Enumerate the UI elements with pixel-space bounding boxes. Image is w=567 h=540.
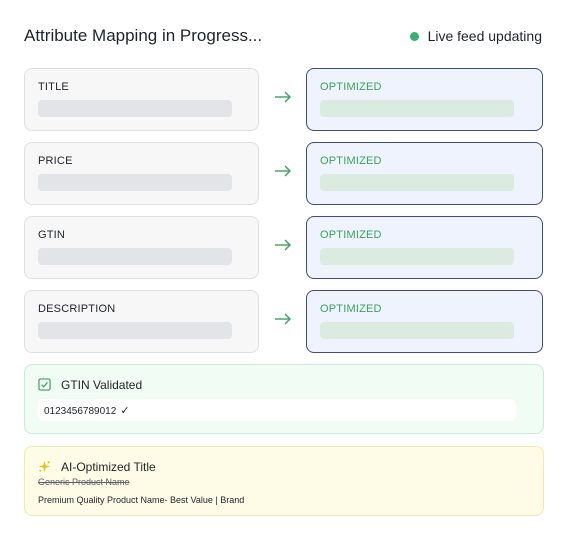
- mapping-row-price: PRICE OPTIMIZED: [24, 142, 544, 205]
- optimized-title-text: Premium Quality Product Name- Best Value…: [38, 495, 245, 505]
- target-field-card: OPTIMIZED: [306, 216, 543, 279]
- mapping-row-gtin: GTIN OPTIMIZED: [24, 216, 544, 279]
- ai-optimized-title-panel: AI-Optimized Title Generic Product Name …: [24, 446, 544, 516]
- gtin-value-row: 0123456789012✓: [44, 404, 130, 417]
- gtin-validated-panel: GTIN Validated 0123456789012✓: [24, 364, 544, 434]
- source-field-card: GTIN: [24, 216, 259, 279]
- live-status-label: Live feed updating: [427, 28, 542, 44]
- target-value-placeholder: [320, 248, 514, 265]
- target-field-label: OPTIMIZED: [320, 303, 382, 315]
- target-field-card: OPTIMIZED: [306, 68, 543, 131]
- arrow-right-icon: [275, 165, 291, 177]
- gtin-value: 0123456789012: [44, 406, 117, 417]
- source-field-label: PRICE: [38, 155, 73, 167]
- target-value-placeholder: [320, 322, 514, 339]
- sparkle-icon: [38, 460, 51, 473]
- live-status: Live feed updating: [409, 28, 542, 44]
- target-field-card: OPTIMIZED: [306, 142, 543, 205]
- source-field-card: DESCRIPTION: [24, 290, 259, 353]
- mapping-row-description: DESCRIPTION OPTIMIZED: [24, 290, 544, 353]
- arrow-right-icon: [275, 313, 291, 325]
- target-value-placeholder: [320, 100, 514, 117]
- gtin-panel-title: GTIN Validated: [61, 378, 143, 392]
- checkmark-icon: ✓: [120, 405, 130, 417]
- source-field-label: DESCRIPTION: [38, 303, 116, 315]
- live-indicator-dot-icon: [409, 31, 419, 41]
- arrow-right-icon: [275, 239, 291, 251]
- source-value-placeholder: [38, 174, 232, 191]
- target-value-placeholder: [320, 174, 514, 191]
- mapping-row-title: TITLE OPTIMIZED: [24, 68, 544, 131]
- source-value-placeholder: [38, 100, 232, 117]
- source-field-card: TITLE: [24, 68, 259, 131]
- page-title: Attribute Mapping in Progress...: [24, 26, 263, 45]
- target-field-card: OPTIMIZED: [306, 290, 543, 353]
- target-field-label: OPTIMIZED: [320, 155, 382, 167]
- header: Attribute Mapping in Progress... Live fe…: [24, 24, 544, 50]
- source-field-label: GTIN: [38, 229, 66, 241]
- source-value-placeholder: [38, 322, 232, 339]
- source-field-card: PRICE: [24, 142, 259, 205]
- source-field-label: TITLE: [38, 81, 69, 93]
- target-field-label: OPTIMIZED: [320, 81, 382, 93]
- gtin-value-box: 0123456789012✓: [38, 399, 516, 421]
- arrow-right-icon: [275, 91, 291, 103]
- original-title-strikethrough: Generic Product Name: [38, 477, 130, 487]
- check-square-icon: [38, 378, 51, 391]
- source-value-placeholder: [38, 248, 232, 265]
- target-field-label: OPTIMIZED: [320, 229, 382, 241]
- ai-panel-title: AI-Optimized Title: [61, 460, 156, 474]
